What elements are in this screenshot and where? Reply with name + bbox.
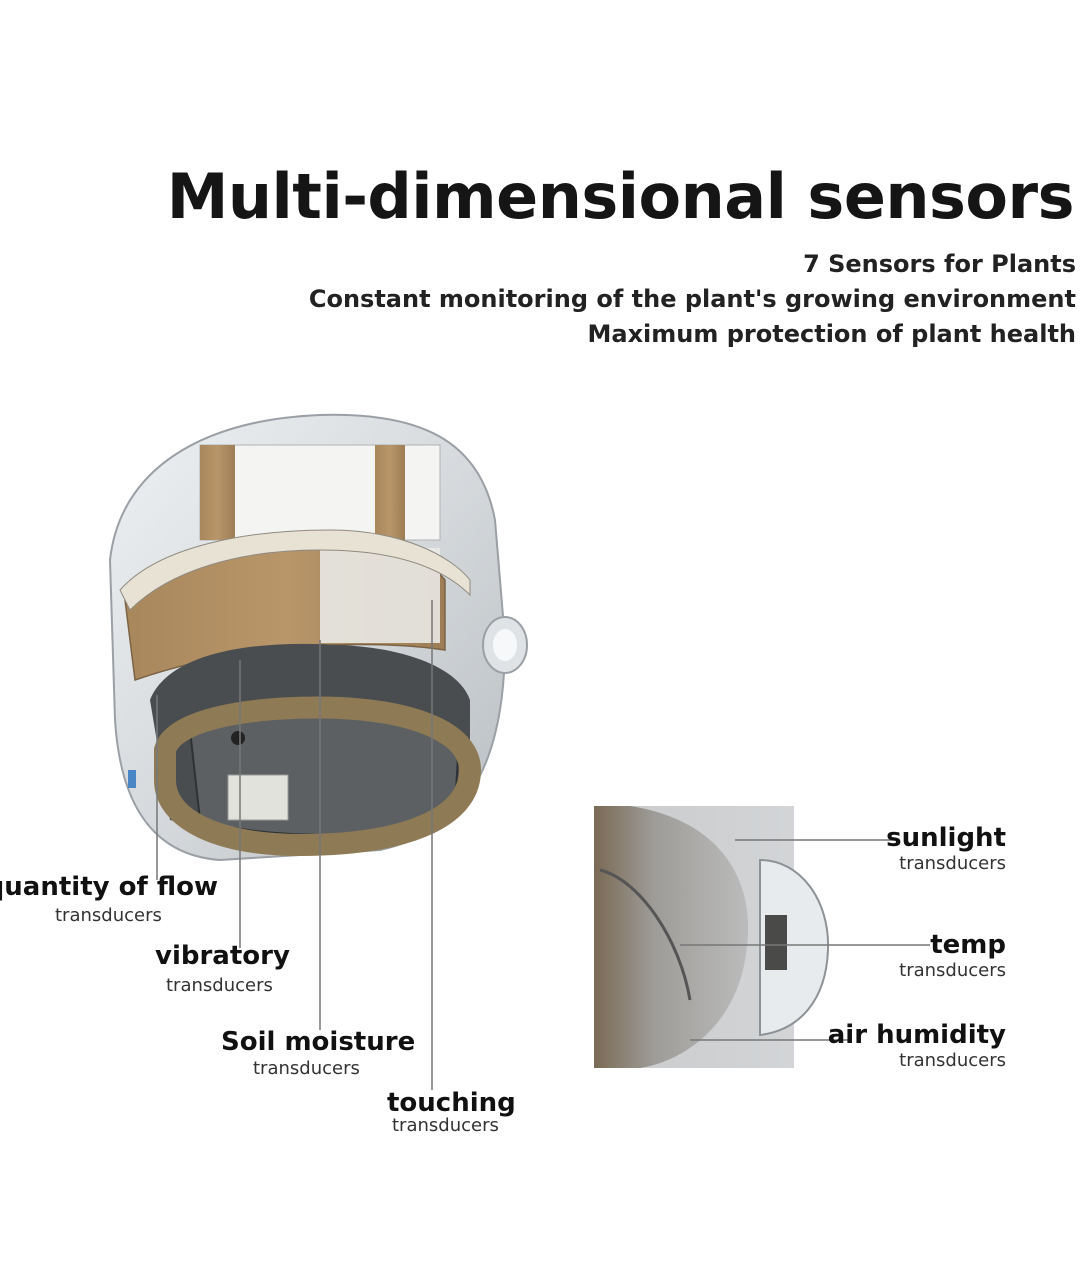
page-title: Multi-dimensional sensors bbox=[166, 160, 1075, 233]
label-quantity-of-flow-type: transducers bbox=[55, 905, 162, 927]
label-soil-moisture: Soil moisture bbox=[221, 1027, 415, 1057]
sensor-type: transducers bbox=[166, 975, 273, 996]
sensor-name: temp bbox=[930, 930, 1006, 960]
label-touching: touching bbox=[387, 1088, 516, 1118]
label-air-humidity: air humidity transducers bbox=[828, 1020, 1006, 1072]
sensor-type: transducers bbox=[899, 853, 1006, 874]
sensor-type: transducers bbox=[55, 905, 162, 926]
sensor-type: transducers bbox=[392, 1115, 499, 1136]
sensor-name: Soil moisture bbox=[221, 1027, 416, 1057]
label-vibratory: vibratory bbox=[155, 941, 290, 971]
sensor-name: sunlight bbox=[886, 823, 1006, 853]
label-vibratory-type: transducers bbox=[166, 975, 273, 997]
label-soil-moisture-type: transducers bbox=[253, 1058, 360, 1080]
sensor-type: transducers bbox=[253, 1058, 360, 1079]
right-pointer-lines bbox=[680, 839, 930, 1041]
sensor-name: touching bbox=[387, 1088, 516, 1118]
sensor-name: air humidity bbox=[827, 1020, 1006, 1050]
label-temp: temp transducers bbox=[899, 930, 1006, 982]
label-touching-type: transducers bbox=[392, 1115, 499, 1137]
sensor-type: transducers bbox=[899, 960, 1006, 981]
label-quantity-of-flow: quantity of flow bbox=[0, 872, 218, 902]
subtitle-monitoring: Constant monitoring of the plant's growi… bbox=[308, 285, 1076, 313]
subtitle-sensor-count: 7 Sensors for Plants bbox=[803, 250, 1076, 278]
zoom-detail-view bbox=[594, 806, 830, 1068]
sensor-name: vibratory bbox=[155, 941, 290, 971]
label-sunlight: sunlight transducers bbox=[886, 823, 1006, 875]
main-device bbox=[108, 413, 528, 862]
left-pointer-lines bbox=[156, 600, 433, 1090]
sensor-type: transducers bbox=[899, 1050, 1006, 1071]
sensor-name: quantity of flow bbox=[0, 872, 218, 902]
subtitle-protection: Maximum protection of plant health bbox=[587, 320, 1077, 348]
